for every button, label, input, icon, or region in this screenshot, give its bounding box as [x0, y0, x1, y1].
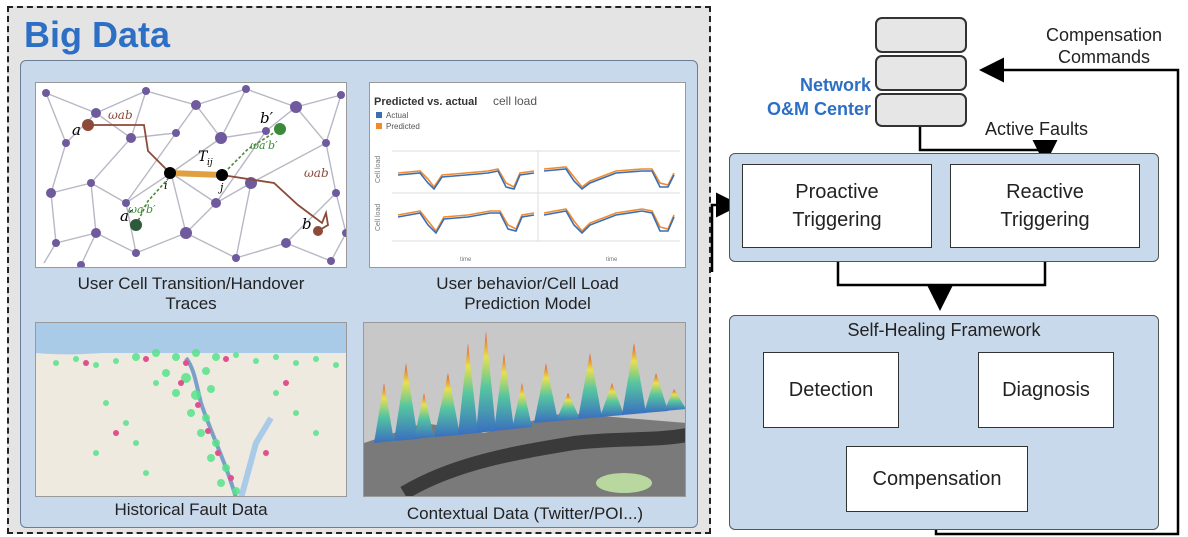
series-actual-4 [543, 210, 675, 235]
network-om-center-label: Network [779, 74, 871, 96]
series-predicted-4 [543, 208, 675, 233]
detection-box: Detection [763, 352, 899, 428]
framework-title: Self-Healing Framework [847, 320, 1041, 340]
proactive-line2: Triggering [792, 209, 882, 231]
label-a: a [72, 121, 81, 139]
y-axis-label-1: Cell load [375, 156, 382, 183]
label-w-apbp-2: ωa′b′ [128, 203, 156, 216]
fault-map [36, 323, 346, 496]
label-b-prime: b′ [260, 109, 274, 127]
network-om-center-label-2: O&M Center [766, 99, 871, 119]
graph-caption-line2: Traces [165, 294, 217, 313]
legend-actual-swatch [376, 112, 382, 118]
compensation-box: Compensation [846, 446, 1028, 512]
label-t-ij-sub: ij [207, 158, 213, 168]
legend-predicted-swatch [376, 123, 382, 129]
label-i: i [164, 179, 168, 192]
contextual-caption: Contextual Data (Twitter/POI...) [406, 504, 644, 523]
label-w-ab-1: ωab [108, 108, 133, 122]
compensation-cmd-line2: Commands [1057, 47, 1151, 67]
legend-predicted: Predicted [386, 122, 420, 131]
series-actual-2 [543, 168, 675, 191]
reactive-line2: Triggering [1000, 209, 1090, 231]
node-a [82, 119, 94, 131]
prediction-chart-title-bold: Predicted vs. actual [374, 96, 477, 108]
center-label-line1: Network [799, 75, 871, 95]
label-w-ab-2: ωab [304, 166, 329, 180]
reactive-line1: Reactive [1006, 181, 1084, 203]
label-j: j [217, 181, 224, 194]
diagnosis-box: Diagnosis [978, 352, 1114, 428]
prediction-caption: User behavior/Cell Load Prediction Model [365, 274, 690, 314]
big-data-arrow [710, 192, 741, 272]
graph-caption-line1: User Cell Transition/Handover [77, 274, 305, 293]
handover-graph-image: a a′ b b′ i j T ij ωab ωab ωa′b′ ωa′b′ [35, 82, 347, 268]
node-j [216, 169, 228, 181]
label-w-apbp-1: ωa′b′ [250, 139, 278, 152]
contextual-data-visual [364, 323, 685, 496]
active-faults-label: Active Faults [985, 119, 1089, 139]
x-axis-label-2: time [606, 257, 618, 263]
handover-graph: a a′ b b′ i j T ij ωab ωab ωa′b′ ωa′b′ [42, 85, 346, 267]
proactive-line1: Proactive [795, 181, 879, 203]
label-t-ij: T [198, 149, 209, 165]
series-actual-1 [397, 170, 535, 191]
compensation-commands-label: Compensation Commands [1020, 24, 1188, 68]
label-a-prime: a′ [120, 207, 133, 225]
node-i [164, 167, 176, 179]
prediction-chart: Predicted vs. actual cell load Actual Pr… [374, 94, 680, 263]
prediction-chart-title-normal: cell load [493, 94, 537, 108]
contextual-data-image [363, 322, 686, 497]
graph-caption: User Cell Transition/Handover Traces [30, 274, 352, 314]
label-b: b [302, 215, 312, 233]
prediction-chart-image: Predicted vs. actual cell load Actual Pr… [369, 82, 686, 268]
y-axis-label-2: Cell load [375, 204, 382, 231]
prediction-caption-line2: Prediction Model [464, 294, 591, 313]
x-axis-label-1: time [460, 257, 472, 263]
node-b [313, 226, 323, 236]
legend-actual: Actual [386, 111, 408, 120]
series-actual-3 [397, 212, 535, 235]
node-b-prime [274, 123, 286, 135]
series-predicted-2 [543, 166, 675, 189]
fault-map-image [35, 322, 347, 497]
node-a-prime [130, 219, 142, 231]
big-data-title: Big Data [24, 14, 171, 55]
database-icon [874, 16, 968, 128]
compensation-cmd-line1: Compensation [1045, 25, 1163, 45]
prediction-caption-line1: User behavior/Cell Load [436, 274, 619, 293]
fault-map-caption: Historical Fault Data [114, 500, 268, 519]
